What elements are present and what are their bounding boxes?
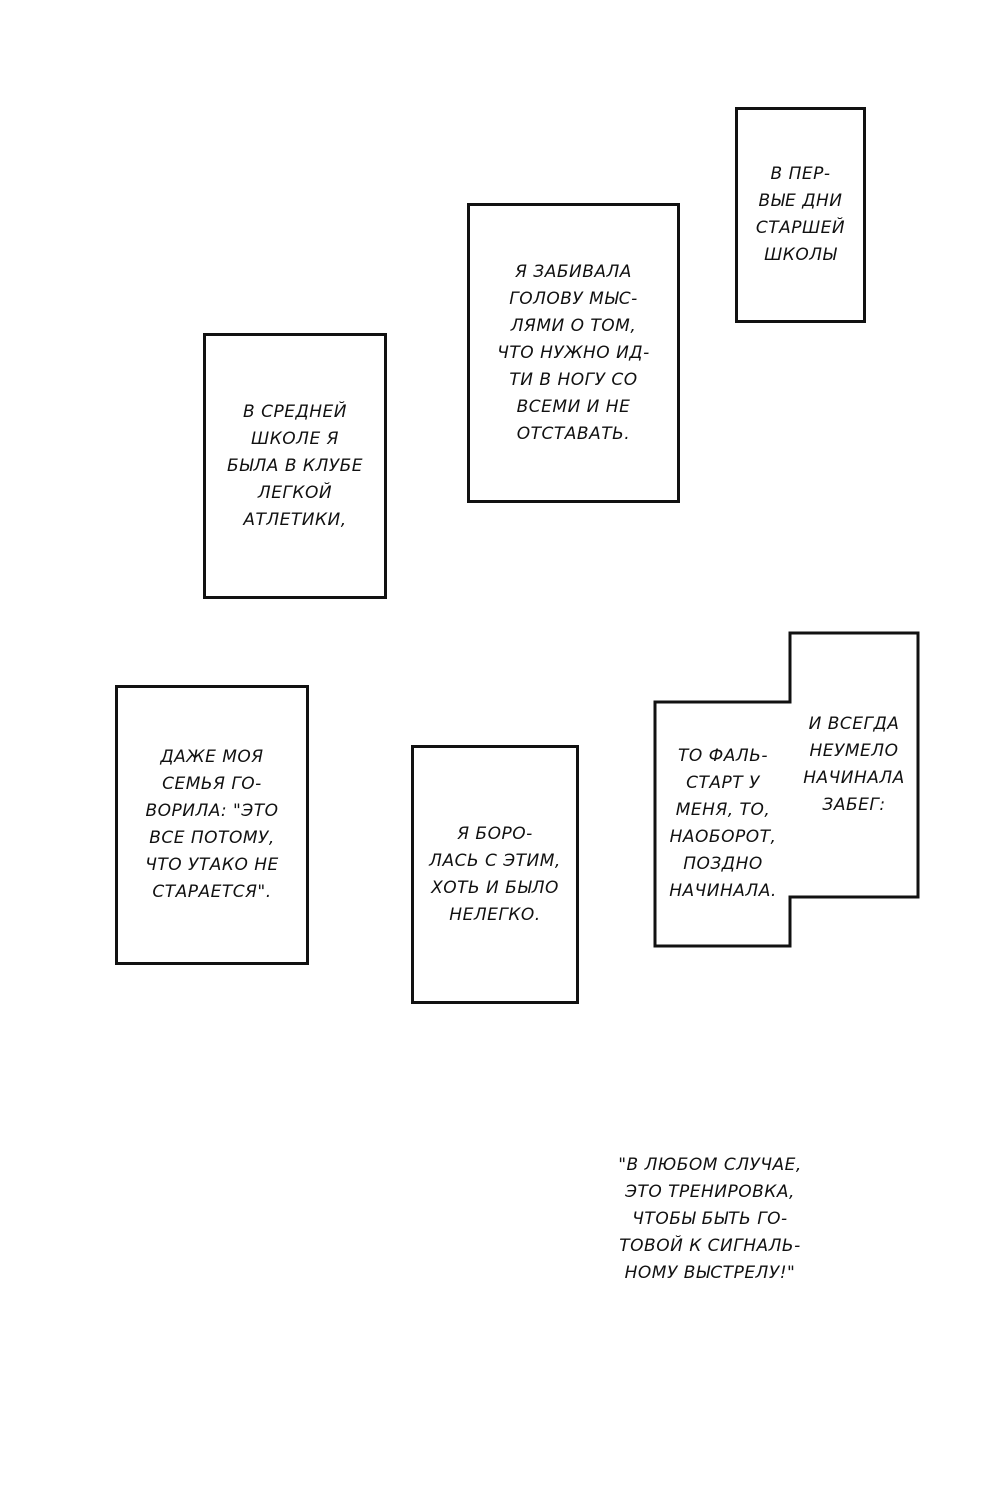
caption-text-struggle: Я БОРО- ЛАСЬ С ЭТИМ, ХОТЬ И БЫЛО НЕЛЕГКО… [429, 823, 561, 925]
caption-text-keep-up: Я ЗАБИВАЛА ГОЛОВУ МЫС- ЛЯМИ О ТОМ, ЧТО Н… [497, 261, 650, 444]
caption-text-first-days: В ПЕР- ВЫЕ ДНИ СТАРШЕЙ ШКОЛЫ [755, 164, 846, 265]
caption-box-keep-up: Я ЗАБИВАЛА ГОЛОВУ МЫС- ЛЯМИ О ТОМ, ЧТО Н… [467, 203, 680, 503]
caption-text-family: ДАЖЕ МОЯ СЕМЬЯ ГО- ВОРИЛА: "ЭТО ВСЕ ПОТО… [145, 747, 279, 902]
quote-text-training-lines: "В ЛЮБОМ СЛУЧАЕ, ЭТО ТРЕНИРОВКА, ЧТОБЫ Б… [618, 1155, 802, 1283]
caption-text-false-start: ТО ФАЛЬ- СТАРТ У МЕНЯ, ТО, НАОБОРОТ, ПОЗ… [669, 746, 777, 901]
caption-box-always-clumsy: И ВСЕГДА НЕУМЕЛО НАЧИНАЛА ЗАБЕГ: [793, 636, 915, 894]
caption-box-struggle: Я БОРО- ЛАСЬ С ЭТИМ, ХОТЬ И БЫЛО НЕЛЕГКО… [411, 745, 579, 1004]
caption-box-family: ДАЖЕ МОЯ СЕМЬЯ ГО- ВОРИЛА: "ЭТО ВСЕ ПОТО… [115, 685, 309, 965]
caption-box-middle-school: В СРЕДНЕЙ ШКОЛЕ Я БЫЛА В КЛУБЕ ЛЕГКОЙ АТ… [203, 333, 387, 599]
caption-text-middle-school: В СРЕДНЕЙ ШКОЛЕ Я БЫЛА В КЛУБЕ ЛЕГКОЙ АТ… [226, 401, 364, 530]
caption-text-always-clumsy: И ВСЕГДА НЕУМЕЛО НАЧИНАЛА ЗАБЕГ: [803, 714, 905, 815]
caption-box-first-days: В ПЕР- ВЫЕ ДНИ СТАРШЕЙ ШКОЛЫ [735, 107, 866, 323]
quote-text-training: "В ЛЮБОМ СЛУЧАЕ, ЭТО ТРЕНИРОВКА, ЧТОБЫ Б… [595, 1152, 825, 1302]
caption-box-false-start: ТО ФАЛЬ- СТАРТ У МЕНЯ, ТО, НАОБОРОТ, ПОЗ… [658, 705, 788, 943]
